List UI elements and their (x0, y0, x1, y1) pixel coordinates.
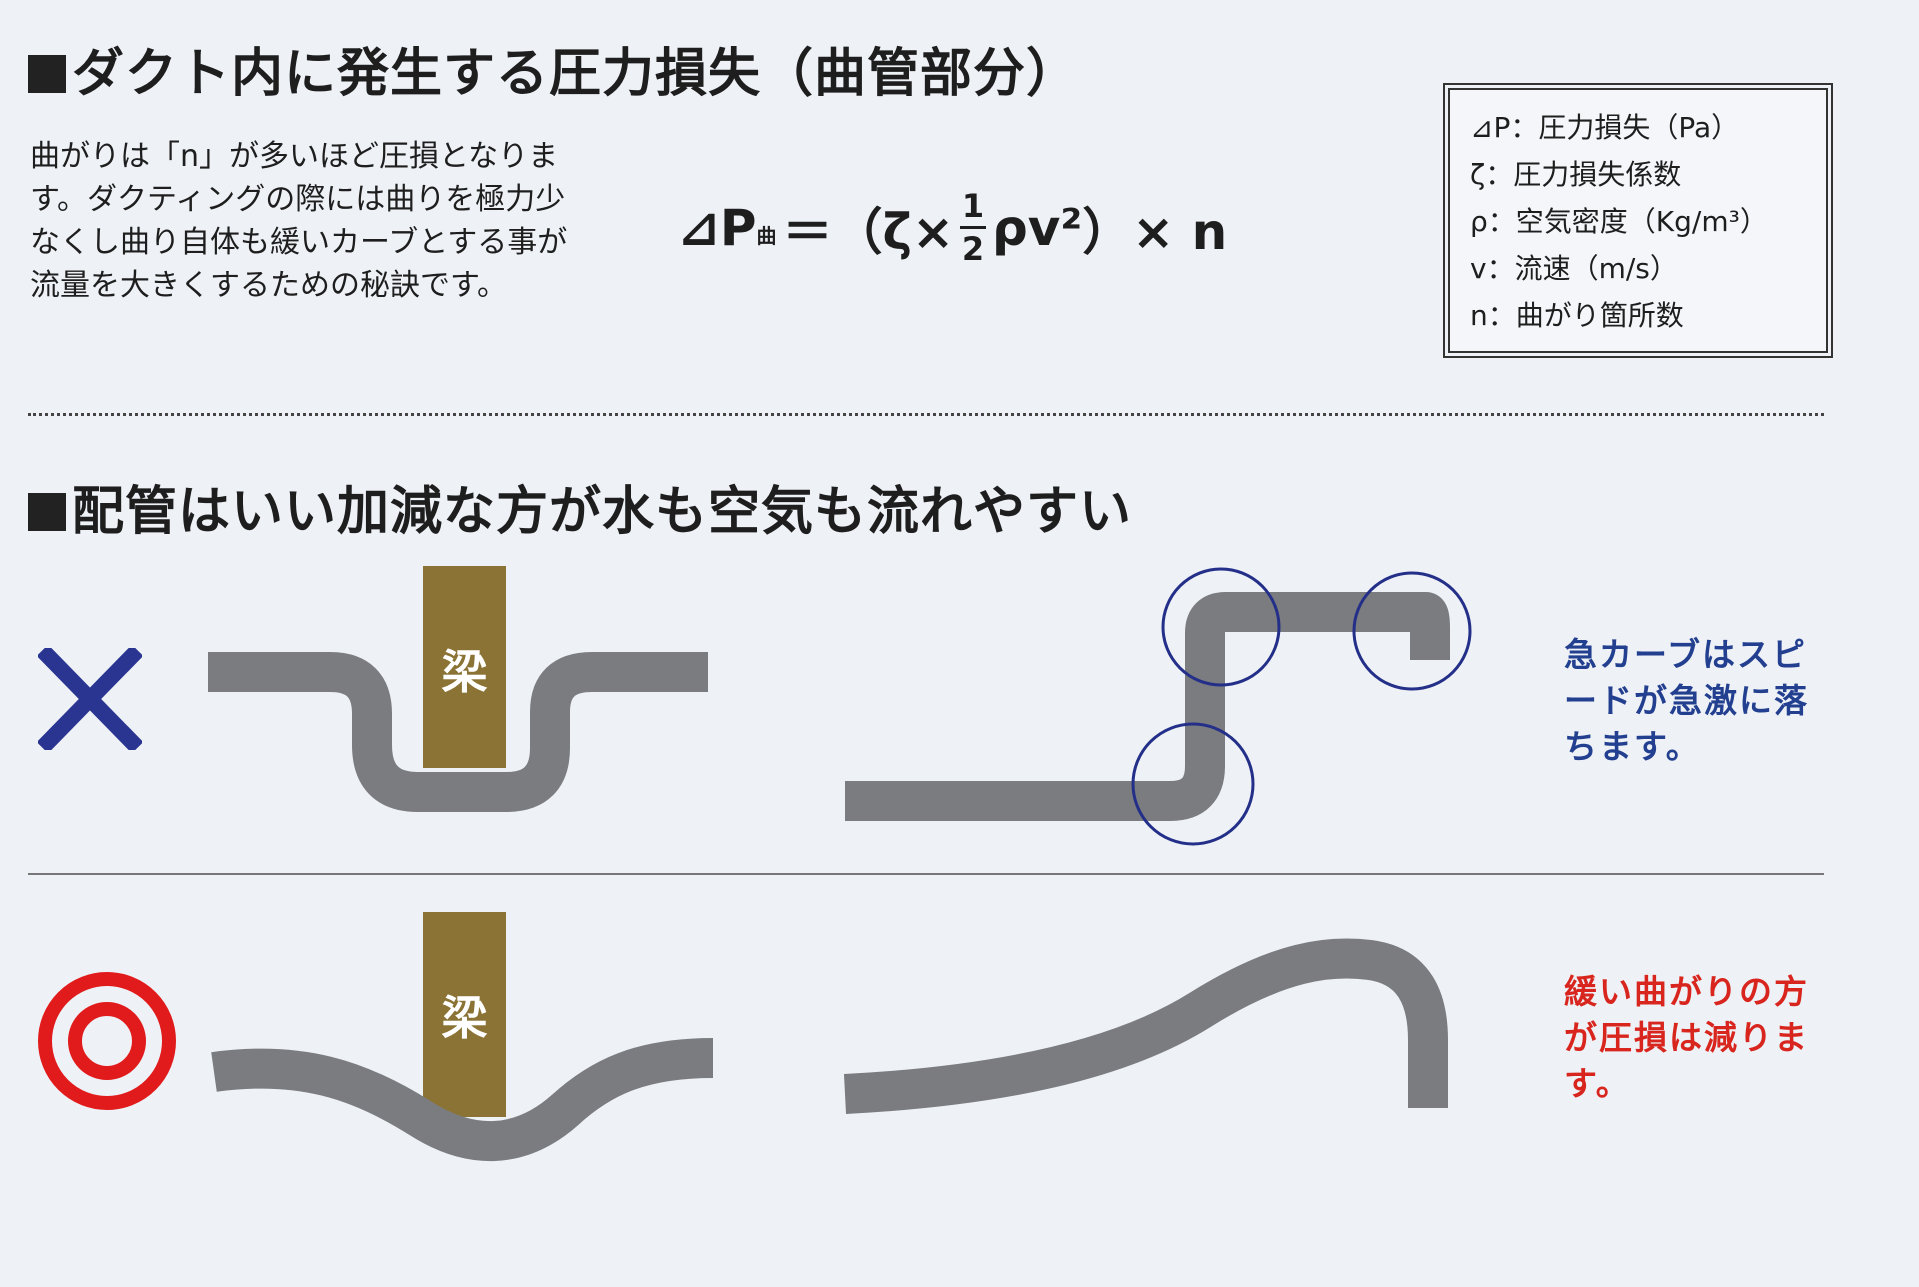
legend-item: ρ：空気密度（Kg/m³） (1470, 205, 1768, 238)
beam-good: 梁 (423, 912, 506, 1117)
bad-pipe-right (845, 592, 1450, 821)
double-circle-icon (38, 972, 176, 1110)
good-curve-note: 緩い曲がりの方が圧損は減ります。 (1564, 972, 1809, 1103)
fraction-bar (959, 226, 986, 229)
sharp-bend-marker (1161, 567, 1281, 687)
good-pipes (211, 938, 1448, 1161)
fraction-numerator: 1 (961, 187, 985, 225)
section1-heading: ダクト内に発生する圧力損失（曲管部分） (28, 48, 1079, 100)
legend-item: ζ：圧力損失係数 (1470, 158, 1682, 191)
section1-description: 曲がりは「n」が多いほど圧損となります。ダクティングの際には曲りを極力少なくし曲… (30, 139, 568, 303)
formula-tail: ）× n (1082, 202, 1228, 261)
solid-divider (28, 873, 1824, 875)
section2-heading: 配管はいい加減な方が水も空気も流れやすい (28, 486, 1132, 538)
bad-pipes (208, 567, 1472, 846)
pressure-loss-formula: ⊿P 曲 ＝（ζ× 1 2 ρv² ）× n (678, 190, 1227, 265)
legend-item: v：流速（m/s） (1470, 252, 1678, 285)
formula-open: ＝（ζ× (782, 202, 954, 261)
good-pipe-right (843, 938, 1448, 1114)
cross-icon (38, 648, 142, 750)
legend-item: n：曲がり箇所数 (1470, 299, 1684, 332)
bad-curve-note: 急カーブはスピードが急激に落ちます。 (1564, 635, 1809, 766)
formula-subscript: 曲 (756, 224, 777, 248)
bad-pipe-left (208, 652, 708, 812)
formula-fraction: 1 2 (959, 187, 986, 268)
heading-square-icon (28, 55, 66, 93)
beam-bad: 梁 (423, 566, 506, 768)
legend-item: ⊿P：圧力損失（Pa） (1470, 111, 1740, 144)
dotted-divider (28, 413, 1824, 416)
good-pipe-left (211, 1038, 714, 1161)
sharp-bend-marker (1131, 722, 1255, 846)
formula-delta-p: ⊿P (678, 198, 757, 257)
fraction-denominator: 2 (961, 230, 985, 268)
heading-square-icon (28, 493, 66, 531)
formula-rho-v: ρv² (991, 198, 1083, 257)
sharp-bend-marker (1352, 571, 1472, 691)
formula-legend: ⊿P：圧力損失（Pa） ζ：圧力損失係数 ρ：空気密度（Kg/m³） v：流速（… (1443, 83, 1833, 358)
